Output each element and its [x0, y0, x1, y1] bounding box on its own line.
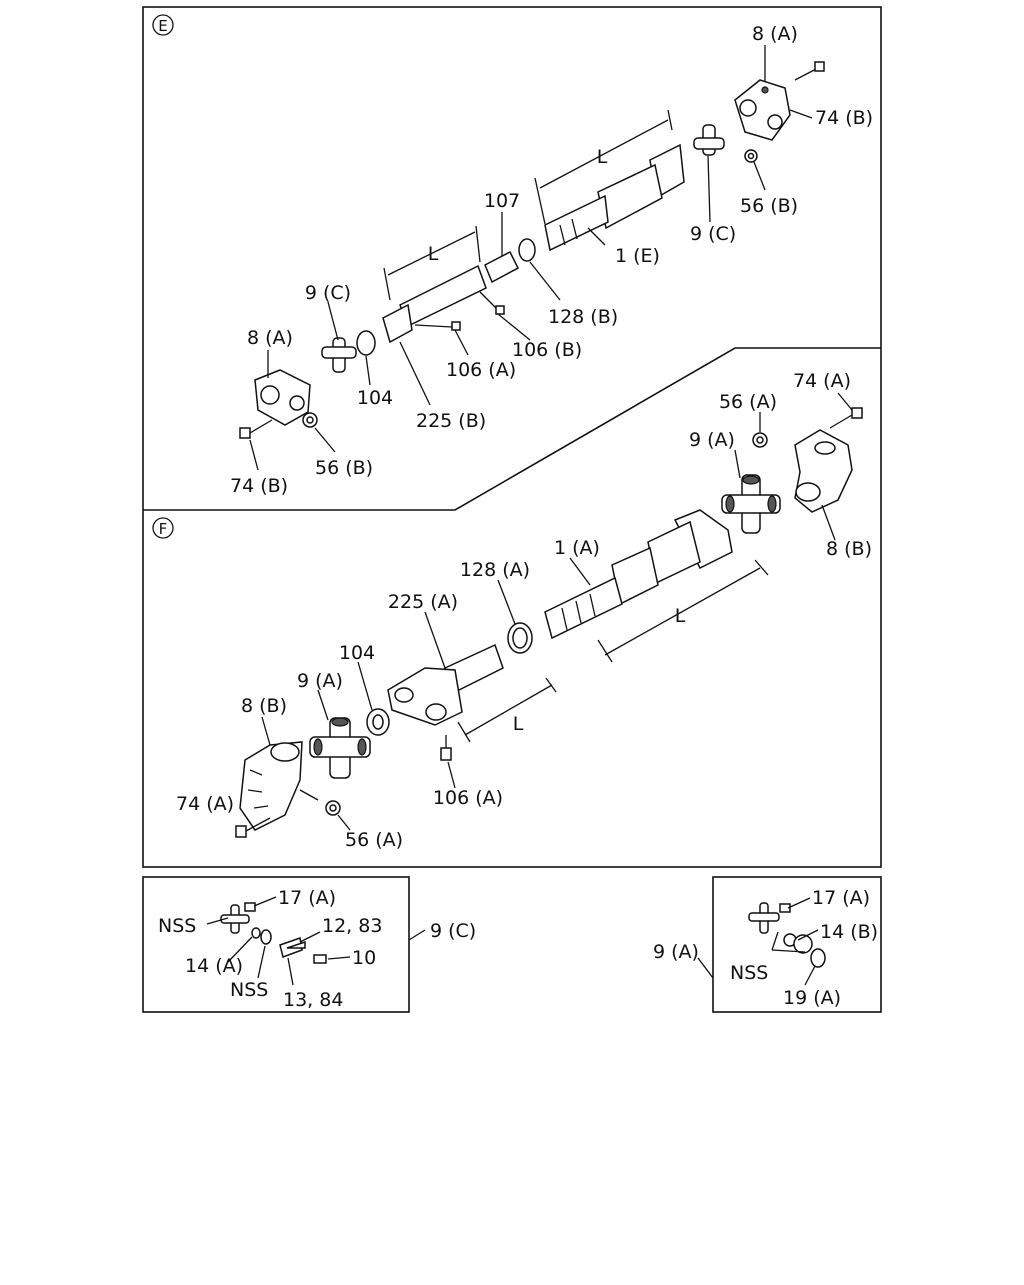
label-l-left: L — [513, 713, 524, 735]
label-10: 10 — [352, 947, 376, 969]
grease-fittings-e — [414, 291, 505, 331]
section-marker-f: F — [152, 517, 174, 539]
ring-104-e — [356, 330, 376, 356]
label-14a: 14 (A) — [185, 955, 243, 977]
label-128a: 128 (A) — [460, 559, 530, 581]
label-l-mid: L — [428, 243, 439, 265]
detail-9c-labels: 9 (C) 17 (A) NSS 12, 83 10 14 (A) NSS 13… — [158, 887, 476, 1011]
dimension-lines-e — [383, 109, 673, 301]
label-74a-top: 74 (A) — [793, 370, 851, 392]
label-106a-f: 106 (A) — [433, 787, 503, 809]
label-8b-right: 8 (B) — [826, 538, 872, 560]
label-225b: 225 (B) — [416, 410, 486, 432]
dimension-lines-f — [457, 559, 769, 743]
ring-128a — [507, 622, 533, 654]
label-9c-left: 9 (C) — [305, 282, 351, 304]
main-frame — [142, 6, 882, 868]
cross-left-f — [309, 717, 371, 779]
yoke-right-f — [794, 429, 853, 513]
bolt-bottom-f — [235, 817, 271, 838]
detail-frame-9c — [142, 876, 410, 1013]
label-nss-9c-2: NSS — [230, 979, 268, 1001]
label-8b-left: 8 (B) — [241, 695, 287, 717]
label-19a: 19 (A) — [783, 987, 841, 1009]
bolt-top-f — [829, 407, 863, 429]
label-56a-top: 56 (A) — [719, 391, 777, 413]
label-74a-bottom: 74 (A) — [176, 793, 234, 815]
grease-fitting-f — [440, 735, 452, 761]
flange-yoke-left — [254, 369, 311, 426]
label-74b-bottom: 74 (B) — [230, 475, 288, 497]
detail-9a-parts — [697, 897, 826, 986]
svg-text:E: E — [158, 17, 167, 35]
label-l-right: L — [675, 605, 686, 627]
label-9c-detail-ref: 9 (C) — [430, 920, 476, 942]
section-e-parts — [239, 45, 825, 471]
label-l-top: L — [597, 146, 608, 168]
label-106a-e: 106 (A) — [446, 359, 516, 381]
shaft-1e — [544, 143, 685, 252]
sleeve-107 — [484, 250, 519, 284]
label-17a-9c: 17 (A) — [278, 887, 336, 909]
label-9a-detail-ref: 9 (A) — [653, 941, 699, 963]
label-104-f: 104 — [339, 642, 375, 664]
label-nss-9a: NSS — [730, 962, 768, 984]
leader-lines-e — [249, 45, 813, 471]
label-56b-bottom: 56 (B) — [315, 457, 373, 479]
label-74b-top: 74 (B) — [815, 107, 873, 129]
label-9a-left: 9 (A) — [297, 670, 343, 692]
label-106b: 106 (B) — [512, 339, 582, 361]
flange-yoke-top — [734, 79, 791, 141]
flange-left-f — [239, 741, 303, 831]
label-1e: 1 (E) — [615, 245, 660, 267]
label-12-83: 12, 83 — [322, 915, 382, 937]
label-14b: 14 (B) — [820, 921, 878, 943]
label-8a-left: 8 (A) — [247, 327, 293, 349]
detail-9a-labels: 9 (A) 17 (A) 14 (B) NSS 19 (A) — [653, 887, 878, 1009]
label-17a-9a: 17 (A) — [812, 887, 870, 909]
cross-left-e — [321, 337, 357, 373]
bolt-top — [794, 61, 825, 81]
label-56a-bottom: 56 (A) — [345, 829, 403, 851]
section-f-labels: 74 (A) 56 (A) 9 (A) 8 (B) 1 (A) 128 (A) … — [176, 370, 872, 851]
label-56b-top: 56 (B) — [740, 195, 798, 217]
section-f-parts — [235, 392, 863, 838]
nut-bottom-e — [302, 412, 318, 428]
ring-104-f — [366, 708, 390, 736]
label-9a-top: 9 (A) — [689, 429, 735, 451]
label-225a: 225 (A) — [388, 591, 458, 613]
label-9c-top: 9 (C) — [690, 223, 736, 245]
shaft-1a — [544, 509, 733, 640]
label-107: 107 — [484, 190, 520, 212]
detail-frame-9a — [712, 876, 882, 1013]
label-8a-top: 8 (A) — [752, 23, 798, 45]
tube-225a — [387, 643, 504, 726]
bolt-bottom-e — [239, 419, 273, 439]
label-128b: 128 (B) — [548, 306, 618, 328]
nut-top — [744, 149, 758, 163]
tube-225b — [382, 264, 487, 344]
label-13-84: 13, 84 — [283, 989, 343, 1011]
leader-lines-f — [261, 392, 853, 831]
ring-128b-e — [518, 238, 536, 262]
section-e-labels: 8 (A) 74 (B) L 56 (B) 107 9 (C) 1 (E) L … — [230, 23, 873, 497]
svg-text:F: F — [159, 520, 168, 538]
nut-top-f — [752, 432, 768, 448]
label-104-e: 104 — [357, 387, 393, 409]
label-1a: 1 (A) — [554, 537, 600, 559]
label-nss-9c-1: NSS — [158, 915, 196, 937]
nut-bottom-f — [325, 800, 341, 816]
cross-top — [693, 124, 725, 156]
detail-9c-parts — [206, 896, 426, 986]
section-marker-e: E — [152, 14, 174, 36]
cross-right-f — [721, 474, 781, 534]
